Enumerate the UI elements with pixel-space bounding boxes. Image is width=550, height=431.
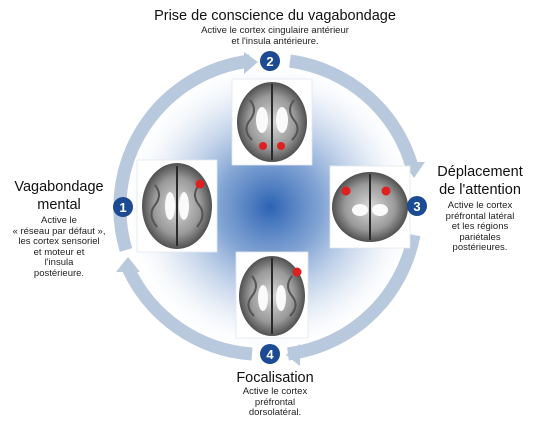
arrow-head-to-2 <box>244 52 258 74</box>
step-number-2: 2 <box>266 54 273 69</box>
brain-coronal-bilateral-icon <box>329 165 411 249</box>
step-badge-1: 1 <box>113 197 133 217</box>
step-1-desc-line: « réseau par défaut », <box>12 225 106 237</box>
step-1-desc-line: postérieure. <box>33 268 85 279</box>
ring-arc-2-to-3 <box>289 54 420 172</box>
activation-spot <box>292 267 302 277</box>
step-3-desc-line: Active le cortex <box>447 199 513 211</box>
brain-coronal-icon <box>231 78 313 166</box>
ring-arc-4-to-1 <box>122 265 253 361</box>
step-1-title-line: Vagabondage <box>14 179 104 195</box>
step-3-title-line: Déplacement <box>437 164 523 180</box>
ring-arrows <box>116 52 425 366</box>
step-3-desc-line: pariétales <box>459 231 501 243</box>
ring-arc-3-to-4 <box>287 233 421 361</box>
step-3-desc-line: préfrontal latéral <box>445 210 515 222</box>
step-1-desc-line: Active le <box>41 214 77 226</box>
step-3-desc-line: et les régions <box>451 221 509 233</box>
activation-spot <box>259 142 267 150</box>
step-2-title: Prise de conscience du vagabondage <box>154 8 396 24</box>
activation-spot <box>341 186 351 196</box>
step-number-4: 4 <box>266 347 274 362</box>
step-4-desc-line: préfrontal <box>254 396 296 408</box>
step-4-desc-line: dorsolatéral. <box>248 407 302 419</box>
step-1-desc-line: les cortex sensoriel <box>18 236 100 248</box>
step-1-label: Vagabondage mental Active le « réseau pa… <box>4 179 114 280</box>
step-3-desc-line: postérieures. <box>452 242 508 254</box>
step-2-desc-line: Active le cortex cingulaire antérieur <box>201 25 349 37</box>
step-3-title-line: de l'attention <box>439 181 521 198</box>
step-2-desc-line: et l'insula antérieure. <box>231 35 319 47</box>
center-glow <box>120 57 420 357</box>
activation-spot <box>381 186 391 196</box>
activation-spot <box>195 179 205 189</box>
step-4-label: Focalisation Active le cortex préfrontal… <box>175 370 375 419</box>
step-1-desc-line: l'insula <box>44 257 74 269</box>
step-4-desc-line: Active le cortex <box>242 386 308 398</box>
step-badge-4: 4 <box>260 344 280 364</box>
step-4-title: Focalisation <box>236 370 314 386</box>
brain-axial-frontal-icon <box>235 251 309 339</box>
brain-axial-icon <box>136 159 218 253</box>
arrow-head-to-1 <box>116 257 140 272</box>
step-1-desc-line: et moteur et <box>33 246 85 258</box>
step-2-label: Prise de conscience du vagabondage Activ… <box>120 8 430 47</box>
step-1-title-line: mental <box>37 196 81 213</box>
activation-spot <box>277 142 285 150</box>
step-badge-2: 2 <box>260 51 280 71</box>
step-number-1: 1 <box>119 200 126 215</box>
step-number-3: 3 <box>413 199 420 214</box>
arrow-head-to-4 <box>286 344 300 366</box>
step-3-label: Déplacement de l'attention Active le cor… <box>418 164 542 254</box>
step-badge-3: 3 <box>407 196 427 216</box>
